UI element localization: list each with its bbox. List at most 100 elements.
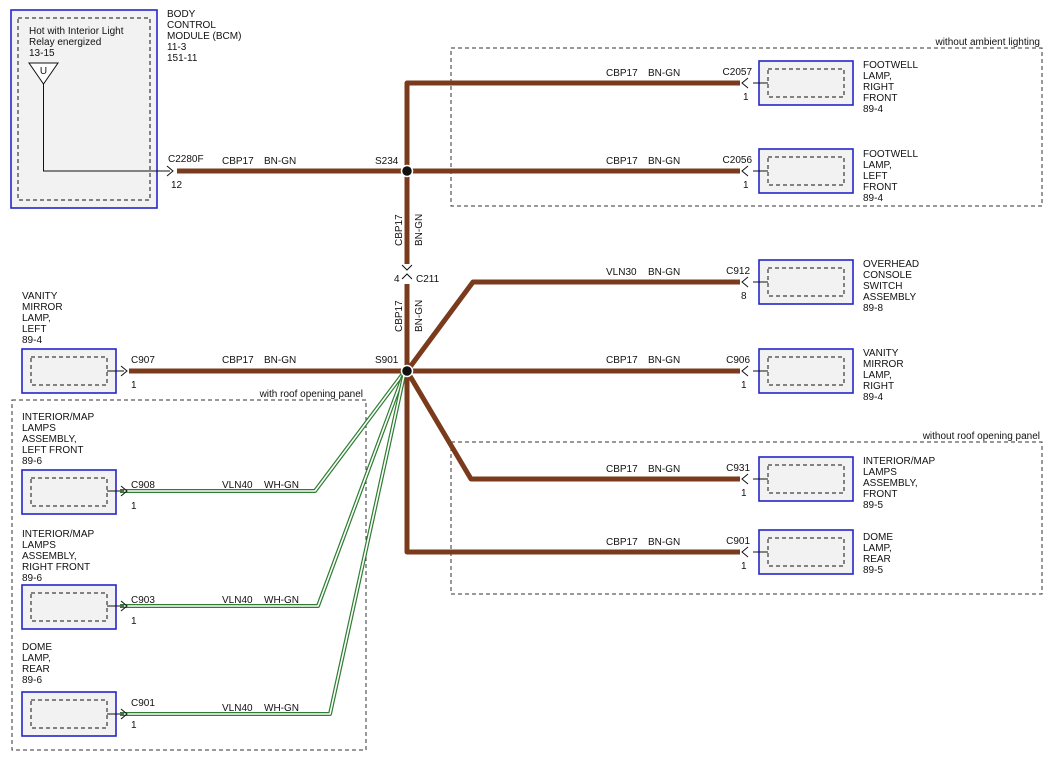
label-dome-rear-right-2: LAMP, [863, 543, 892, 554]
bcm-pin-label: 12 [171, 180, 183, 191]
label-vanity-left-3: LAMP, [22, 313, 51, 324]
connector-arrow-interior-front [741, 473, 749, 485]
label-footwell-right-4: FRONT [863, 93, 897, 104]
label-vanity-right-4: RIGHT [863, 381, 894, 392]
connector-arrow-dome-rear-left [120, 708, 128, 720]
bcm-note-line-1: Hot with Interior Light [29, 26, 124, 37]
connector-vanity-right: C906 [726, 355, 750, 366]
wire-label-overhead-color: BN-GN [648, 267, 680, 278]
bcm-title-line-1: BODY [167, 9, 196, 20]
wire-label-vanity-left-color: BN-GN [264, 355, 296, 366]
wire-cbp17-footwell-right [404, 80, 740, 171]
bcm-connector-arrow [166, 165, 174, 177]
wire-label-overhead-circuit: VLN30 [606, 267, 637, 278]
wire-label-dome-rear-right-color: BN-GN [648, 537, 680, 548]
component-interior-map-lamps-left-front [21, 469, 124, 515]
label-dome-rear-left-3: REAR [22, 664, 50, 675]
component-vanity-mirror-lamp-left [21, 348, 124, 394]
component-dome-lamp-rear-right-side [753, 529, 854, 575]
label-footwell-left-4: FRONT [863, 182, 897, 193]
label-interior-lf-1: INTERIOR/MAP [22, 412, 95, 423]
splice-s234-label: S234 [375, 156, 399, 167]
pin-dome-rear-left: 1 [131, 720, 137, 731]
bcm-title-line-3: MODULE (BCM) [167, 31, 241, 42]
inline-connector-c211 [401, 264, 413, 280]
pin-interior-rf: 1 [131, 616, 137, 627]
connector-overhead: C912 [726, 266, 750, 277]
connector-arrow-interior-lf [120, 485, 128, 497]
wire-vln40-dome-rear-left [120, 370, 407, 716]
component-footwell-lamp-left-front [753, 148, 854, 194]
connector-interior-lf: C908 [131, 480, 155, 491]
region-without-roof-opening-panel [450, 441, 1043, 595]
label-vanity-right-5: 89-4 [863, 392, 883, 403]
label-interior-lf-5: 89-6 [22, 456, 42, 467]
pin-footwell-left: 1 [743, 180, 749, 191]
connector-interior-rf: C903 [131, 595, 155, 606]
label-footwell-left-1: FOOTWELL [863, 149, 918, 160]
connector-arrow-overhead [741, 276, 749, 288]
label-interior-lf-2: LAMPS [22, 423, 56, 434]
label-overhead-3: SWITCH [863, 281, 902, 292]
label-vanity-left-4: LEFT [22, 324, 46, 335]
label-footwell-right-2: LAMP, [863, 71, 892, 82]
label-interior-front-3: ASSEMBLY, [863, 478, 918, 489]
label-interior-rf-5: 89-6 [22, 573, 42, 584]
label-dome-rear-right-4: 89-5 [863, 565, 883, 576]
connector-vanity-left: C907 [131, 355, 155, 366]
label-interior-front-4: FRONT [863, 489, 897, 500]
region-label-ambient: without ambient lighting [934, 37, 1040, 48]
bcm-module: Hot with Interior Light Relay energized … [10, 9, 170, 209]
label-interior-rf-1: INTERIOR/MAP [22, 529, 95, 540]
wire-label-rf-circuit: VLN40 [222, 595, 253, 606]
splice-s901-label: S901 [375, 355, 399, 366]
component-dome-lamp-rear-left-side [21, 691, 124, 737]
connector-arrow-vanity-right [741, 365, 749, 377]
wire-label-foot-right-circuit: CBP17 [606, 68, 638, 79]
bcm-note-line-2: Relay energized [29, 37, 101, 48]
label-footwell-right-1: FOOTWELL [863, 60, 918, 71]
wire-label-foot-left-color: BN-GN [648, 156, 680, 167]
wire-cbp17-interior-front [404, 369, 740, 482]
wire-label-foot-left-circuit: CBP17 [606, 156, 638, 167]
region-label-roof-without: without roof opening panel [922, 431, 1040, 442]
label-dome-rear-right-3: REAR [863, 554, 891, 565]
label-footwell-right-5: 89-4 [863, 104, 883, 115]
wire-vln40-right-front [120, 370, 407, 608]
component-overhead-console-switch [753, 259, 854, 305]
bcm-note-line-3: 13-15 [29, 48, 55, 59]
label-interior-lf-3: ASSEMBLY, [22, 434, 77, 445]
connector-dome-rear-left: C901 [131, 698, 155, 709]
wire-label-dome-rear-left-circuit: VLN40 [222, 703, 253, 714]
label-footwell-left-3: LEFT [863, 171, 887, 182]
splice-s234 [400, 164, 414, 178]
pin-overhead: 8 [741, 291, 747, 302]
bcm-title-line-4: 11-3 [167, 42, 187, 53]
component-vanity-mirror-lamp-right [753, 348, 854, 394]
component-footwell-lamp-right-front [753, 60, 854, 106]
connector-interior-front: C931 [726, 463, 750, 474]
wire-label-foot-right-color: BN-GN [648, 68, 680, 79]
connector-arrow-vanity-left [120, 365, 128, 377]
bcm-voltage-symbol [28, 62, 59, 85]
pin-interior-lf: 1 [131, 501, 137, 512]
bcm-title-line-2: CONTROL [167, 20, 216, 31]
label-dome-rear-right-1: DOME [863, 532, 893, 543]
inline-connector-label: C211 [416, 274, 440, 285]
wire-label-lower-color: BN-GN [414, 300, 425, 332]
label-footwell-right-3: RIGHT [863, 82, 894, 93]
label-vanity-left-2: MIRROR [22, 302, 63, 313]
label-dome-rear-left-4: 89-6 [22, 675, 42, 686]
label-overhead-4: ASSEMBLY [863, 292, 916, 303]
wire-label-lf-circuit: VLN40 [222, 480, 253, 491]
wire-label-bcm-circuit: CBP17 [222, 156, 254, 167]
label-interior-rf-4: RIGHT FRONT [22, 562, 90, 573]
bcm-voltage-symbol-label: U [40, 66, 47, 77]
wire-cbp17-dome-rear-right [404, 371, 740, 555]
connector-footwell-right: C2057 [723, 67, 753, 78]
label-vanity-left-1: VANITY [22, 291, 58, 302]
wire-vln40-left-front [120, 369, 407, 493]
connector-arrow-footwell-right [741, 77, 749, 89]
label-vanity-right-1: VANITY [863, 348, 899, 359]
